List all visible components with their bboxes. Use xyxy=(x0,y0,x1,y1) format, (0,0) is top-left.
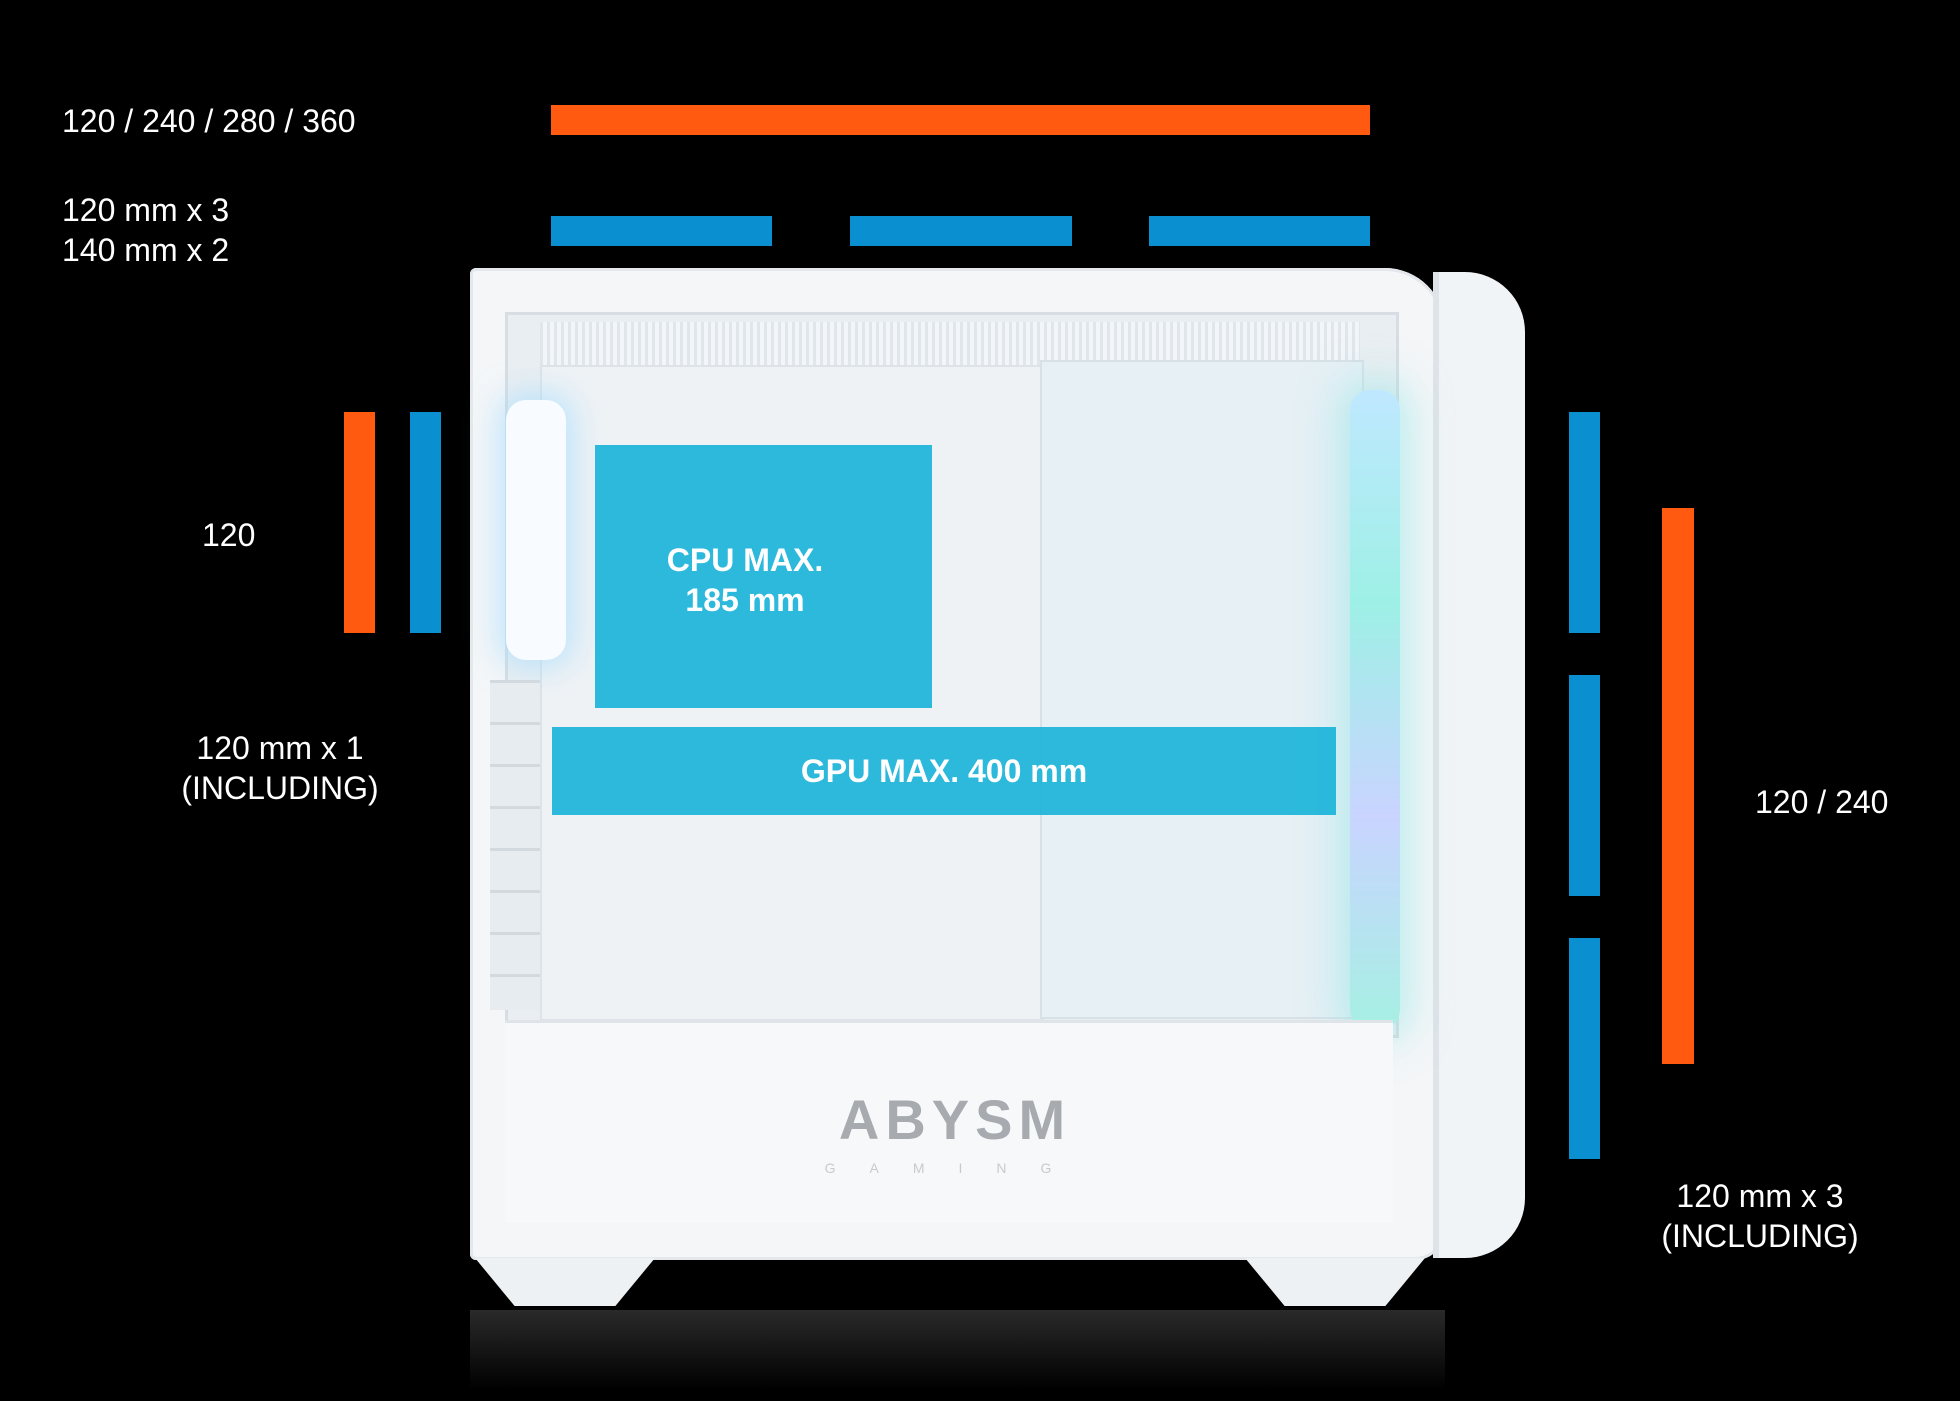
rear-fans-label-line1: 120 mm x 1 xyxy=(196,730,364,766)
psu-shroud xyxy=(505,1020,1393,1223)
floor-reflection xyxy=(470,1310,1445,1390)
case-foot-right xyxy=(1245,1258,1425,1306)
rear-radiator-label: 120 xyxy=(202,517,256,553)
gpu-clearance-box xyxy=(552,727,1336,815)
top-fan-bar xyxy=(1149,216,1370,246)
front-fan-bar xyxy=(1569,412,1600,633)
pcie-slots xyxy=(490,680,540,1010)
front-fan-bar xyxy=(1569,938,1600,1159)
cable-management-panel xyxy=(1040,360,1364,1019)
rear-fan-bar xyxy=(410,412,441,633)
top-radiator-bar xyxy=(551,105,1370,135)
front-radiator-bar xyxy=(1662,508,1694,1064)
top-fans-label-line2: 140 mm x 2 xyxy=(62,232,230,268)
cpu-clearance-box xyxy=(595,445,932,708)
front-radiator-label: 120 / 240 xyxy=(1755,784,1889,820)
rear-radiator-bar xyxy=(344,412,375,633)
front-fans-label-line2: (INCLUDING) xyxy=(1661,1218,1859,1254)
front-fans-icon xyxy=(1350,390,1400,1030)
rear-fans-label-line2: (INCLUDING) xyxy=(181,770,379,806)
top-grille xyxy=(540,322,1360,366)
top-radiator-label: 120 / 240 / 280 / 360 xyxy=(62,103,356,139)
rear-fan-icon xyxy=(506,400,566,660)
brand-logo-sub: GAMING xyxy=(824,1160,1086,1176)
top-fans-label-line1: 120 mm x 3 xyxy=(62,192,230,228)
gpu-clearance-label: GPU MAX. 400 mm xyxy=(800,753,1088,789)
top-fan-bar xyxy=(551,216,772,246)
front-fans-label-line1: 120 mm x 3 xyxy=(1676,1178,1844,1214)
front-fan-bar xyxy=(1569,675,1600,896)
case-foot-left xyxy=(475,1258,655,1306)
brand-logo: ABYSM xyxy=(838,1088,1072,1151)
cpu-clearance-label: CPU MAX. 185 mm xyxy=(666,542,824,618)
pc-case-front-panel xyxy=(1433,272,1525,1258)
top-fan-bar xyxy=(850,216,1072,246)
